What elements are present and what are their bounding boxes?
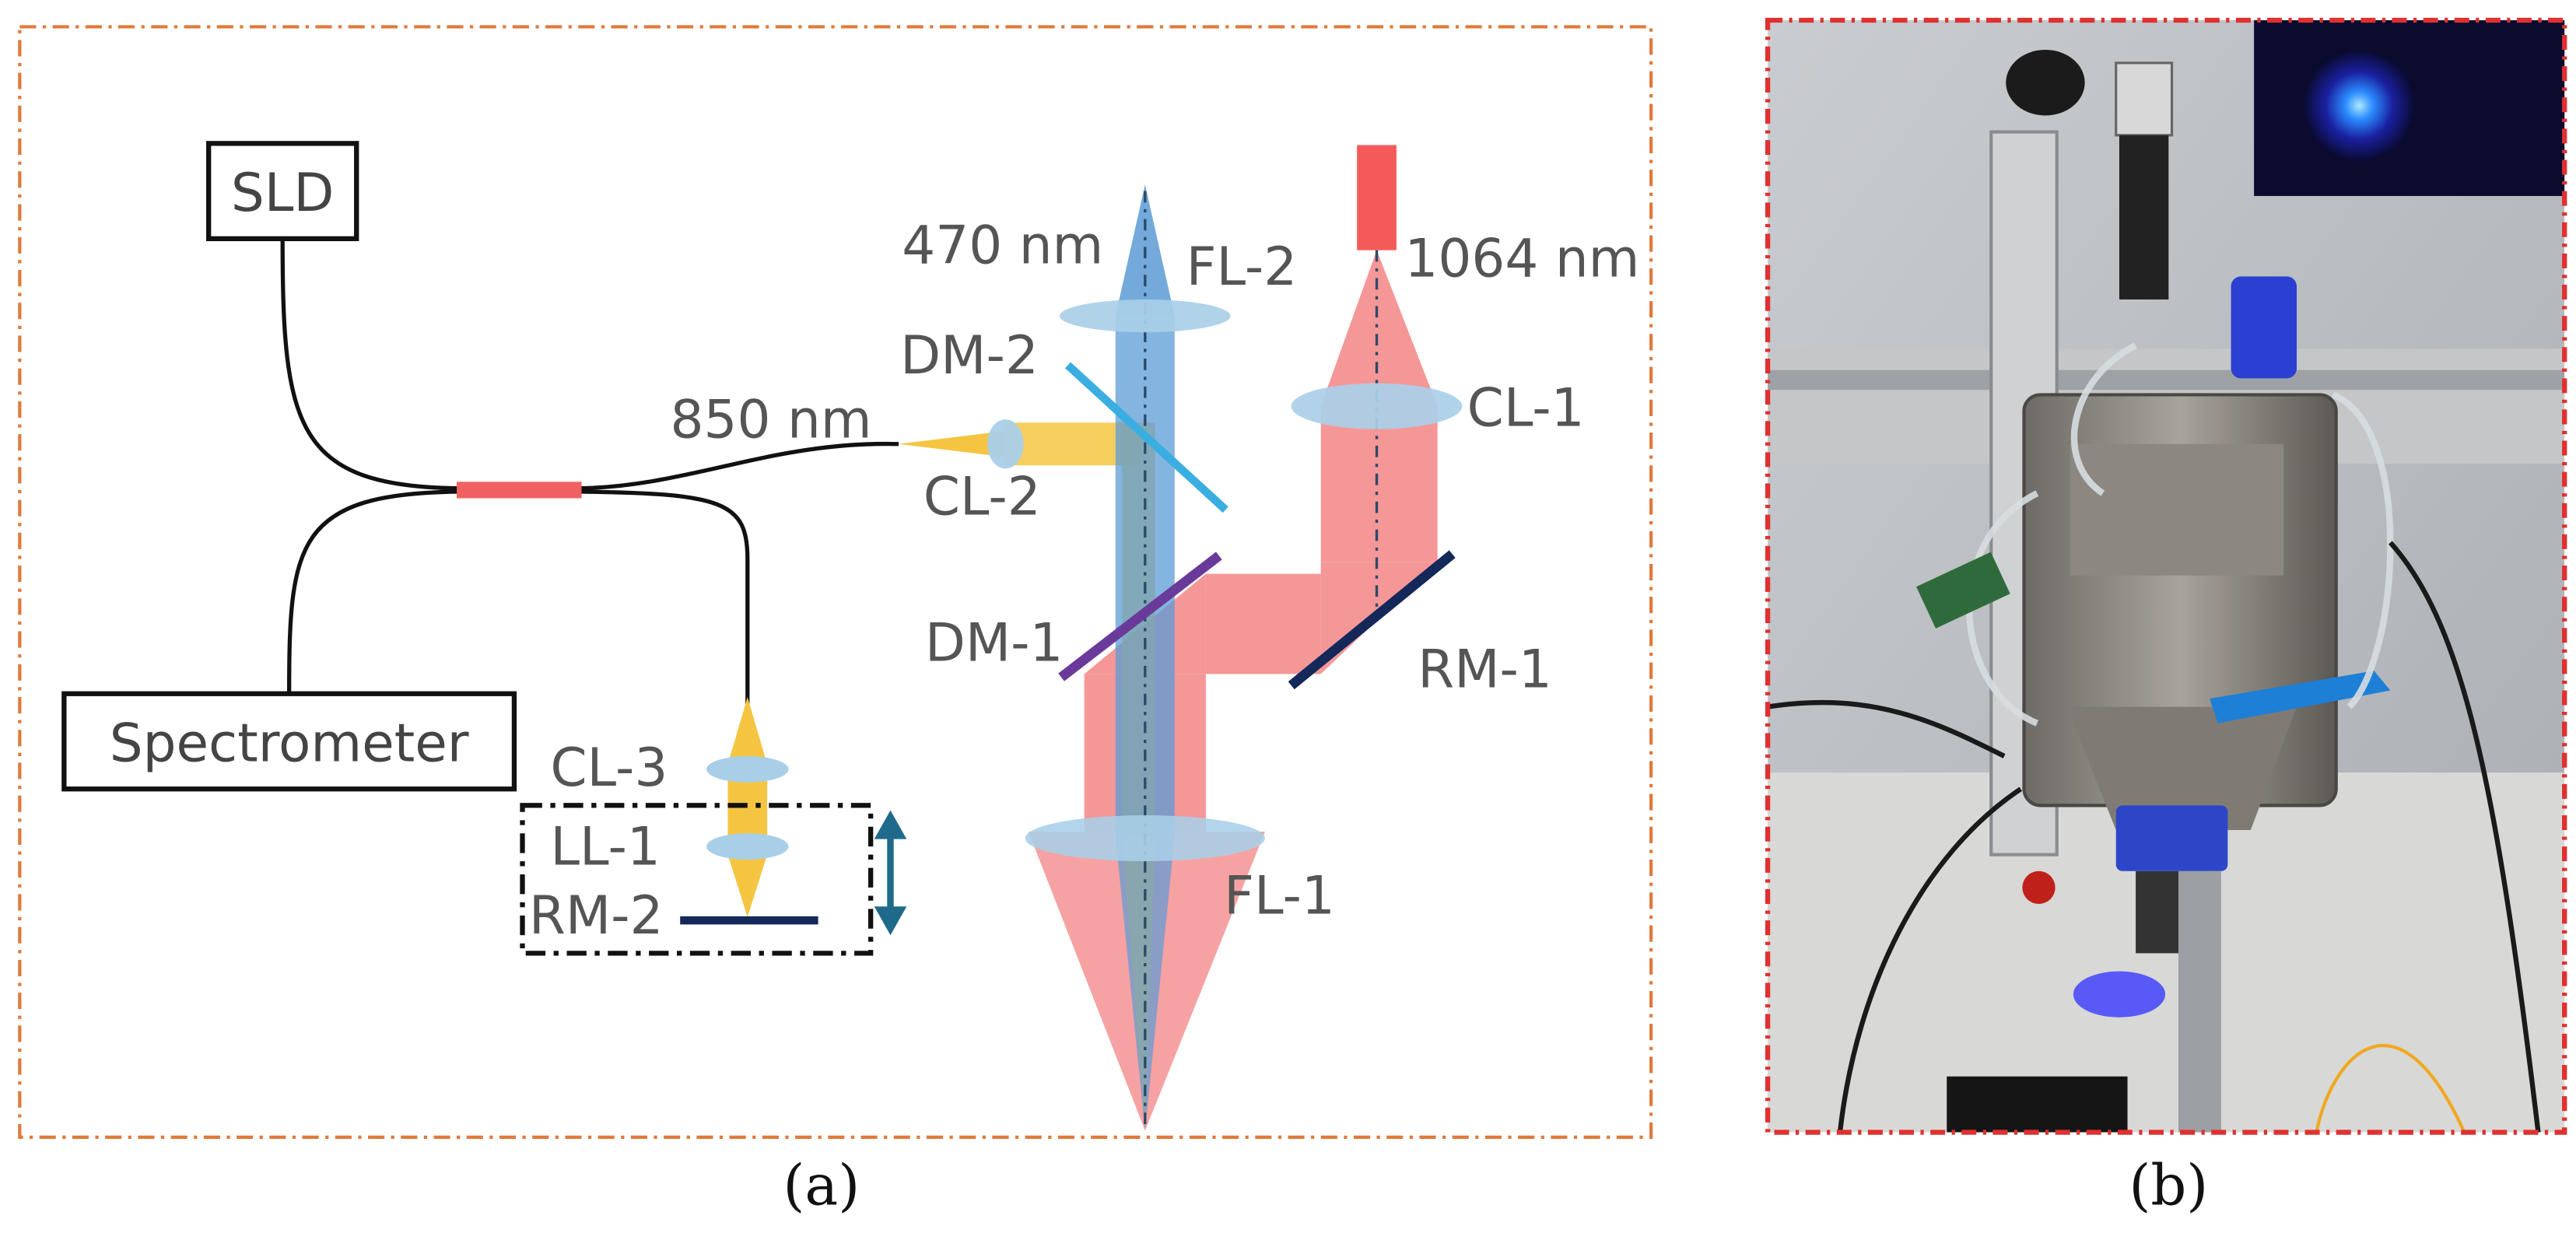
fl1-label: FL-1 [1224, 865, 1335, 927]
cl2-lens [987, 419, 1024, 469]
ll1-label: LL-1 [550, 815, 660, 877]
head-plate [2070, 443, 2284, 576]
blue-collimator [2231, 276, 2297, 379]
plasma-glow [2303, 49, 2416, 162]
wavelength-850-label: 850 nm [671, 388, 872, 450]
yellow-fiber [2315, 1043, 2466, 1133]
cl2-label: CL-2 [924, 466, 1041, 527]
camera-body [2115, 61, 2174, 137]
spectrometer-label: Spectrometer [110, 712, 469, 773]
ll1-lens [706, 833, 789, 860]
blue-nozzle [2115, 805, 2228, 871]
fiber-to-reference [578, 489, 750, 707]
cl3-label: CL-3 [550, 737, 668, 798]
rm1-label: RM-1 [1418, 638, 1552, 699]
sld-box: SLD [206, 141, 359, 241]
bottom-device [1947, 1076, 2128, 1133]
panel-a: SLD Spectrometer CL-3 [18, 25, 1653, 1217]
wavelength-470-label: 470 nm [902, 215, 1103, 276]
spectrometer-frame [61, 691, 517, 792]
cl1-lens [1291, 383, 1463, 429]
lab-photo [1768, 19, 2565, 1133]
laser-beam-top-cone [1320, 250, 1438, 407]
optical-head: 470 nm FL-2 1064 nm DM-2 CL-1 850 nm CL-… [671, 145, 1639, 1131]
nir-beam-input [899, 430, 1006, 457]
dm1-label: DM-1 [925, 612, 1064, 674]
panel-b-caption: (b) [2129, 1152, 2208, 1217]
reference-arm: CL-3 LL-1 RM-2 [520, 696, 907, 956]
fiber-coupler [457, 482, 582, 499]
cl3-lens [706, 755, 789, 783]
camera-top [2006, 49, 2085, 116]
sld-frame [206, 141, 359, 241]
dm2-label: DM-2 [900, 324, 1039, 386]
fiber-lines [280, 238, 899, 707]
laser-beam-horizontal [1205, 573, 1321, 674]
fiber-spectrometer [287, 489, 461, 694]
head-lower-body [2066, 706, 2297, 831]
rm1-mirror [1288, 550, 1456, 690]
fl1-lens [1025, 815, 1265, 862]
fl2-label: FL-2 [1186, 236, 1298, 297]
sld-label: SLD [231, 162, 335, 223]
blue-light-glow [2073, 971, 2166, 1018]
movable-stage-frame [520, 803, 874, 956]
blue-arm [2210, 671, 2391, 723]
rm2-label: RM-2 [529, 884, 664, 946]
laser-beam-vertical [1320, 406, 1438, 562]
panel-b-frame [1765, 17, 2567, 1135]
wavelength-1064-label: 1064 nm [1404, 227, 1639, 289]
laser-source [1357, 145, 1397, 250]
panel-b: (b) [1765, 17, 2567, 1217]
pcb-board [1916, 552, 2010, 629]
red-indicator [2022, 870, 2056, 905]
dm2-mirror [1064, 362, 1228, 513]
rail-groove [1768, 370, 2565, 391]
translation-arrow [874, 810, 907, 936]
fl2-lens [1059, 299, 1231, 333]
plasma-inset [2254, 19, 2565, 196]
fiber-sld [280, 238, 461, 491]
panel-a-caption: (a) [783, 1152, 860, 1217]
support-post [2178, 870, 2221, 1133]
spectrometer-box: Spectrometer [61, 691, 517, 792]
fiber-to-probe [578, 441, 899, 491]
camera-lens [2119, 135, 2169, 299]
dm1-mirror [1058, 552, 1222, 681]
black-cables [1768, 541, 2541, 1133]
panel-a-frame [18, 25, 1653, 1139]
cl1-label: CL-1 [1467, 377, 1585, 439]
